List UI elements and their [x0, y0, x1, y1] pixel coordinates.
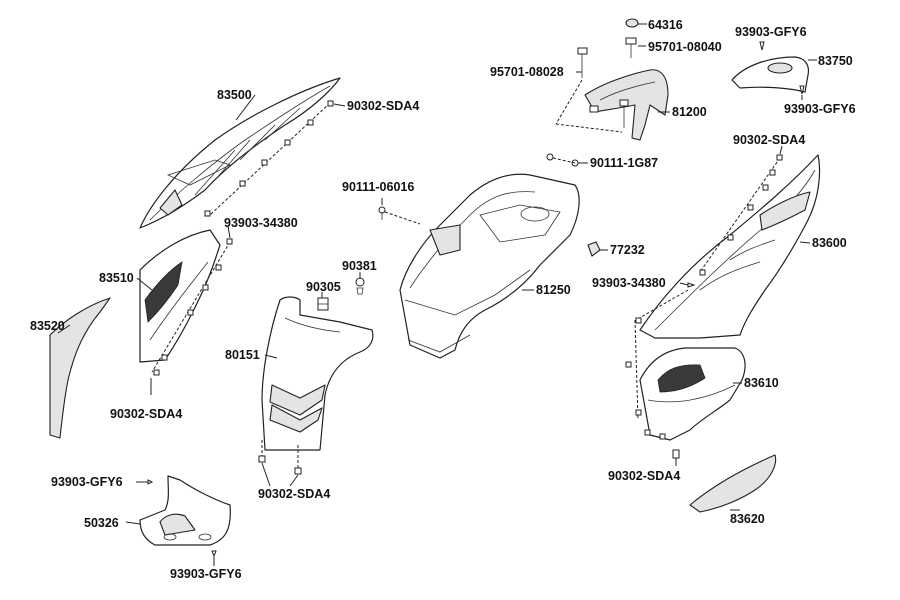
leader-80151	[264, 354, 278, 359]
assembly-line	[555, 123, 623, 133]
bolt-95701-08040[interactable]	[625, 37, 637, 58]
clip-group-83510	[153, 238, 233, 376]
part-83600-right-side-cover[interactable]	[639, 154, 821, 339]
label-90302-sda4-right: 90302-SDA4	[733, 133, 805, 147]
label-81200: 81200	[672, 105, 707, 119]
label-83510: 83510	[99, 271, 134, 285]
leader-90302-sda4-top	[333, 103, 346, 107]
clip-group-83500	[204, 100, 334, 217]
label-90302-sda4-bottomright: 90302-SDA4	[608, 469, 680, 483]
bolt-90111-06016[interactable]	[378, 206, 386, 220]
clip-group-83610	[625, 317, 666, 440]
leader-90302-sda4-right	[779, 145, 783, 155]
screw-93903-34380-right	[687, 282, 696, 288]
part-83750-rear-end-cap[interactable]	[731, 56, 810, 93]
label-83500: 83500	[217, 88, 252, 102]
clip-90302-sda4-center-a	[258, 455, 266, 463]
part-90381-grommet[interactable]	[355, 277, 365, 295]
label-90111-1g87: 90111-1G87	[590, 156, 658, 170]
label-64316: 64316	[648, 18, 683, 32]
assembly-line	[635, 289, 689, 321]
label-93903-gfy6-right: 93903-GFY6	[784, 102, 856, 116]
label-93903-34380-left: 93903-34380	[224, 216, 298, 230]
leader-90302-sda4-center	[261, 462, 271, 487]
label-77232: 77232	[610, 243, 645, 257]
screw-93903-gfy6-bottom	[211, 550, 217, 558]
label-80151: 80151	[225, 348, 260, 362]
assembly-line	[151, 241, 231, 373]
leader-50326	[125, 521, 141, 525]
bolt-95701-lower	[589, 99, 629, 128]
assembly-line	[634, 319, 639, 421]
label-93903-34380-right: 93903-34380	[592, 276, 666, 290]
part-83610-inner-panel[interactable]	[639, 347, 746, 441]
assembly-line	[555, 79, 583, 125]
part-83510-side-panel[interactable]	[139, 229, 221, 363]
bolt-95701-08028[interactable]	[577, 47, 588, 78]
assembly-line	[552, 157, 576, 164]
part-64316-cap[interactable]	[625, 18, 639, 28]
leader-83600	[799, 241, 811, 244]
part-83620-lower-trim[interactable]	[689, 454, 777, 513]
label-90302-sda4-top: 90302-SDA4	[347, 99, 419, 113]
part-90305-clip[interactable]	[317, 297, 329, 311]
screw-93903-gfy6-left	[147, 479, 154, 485]
bolt-90111-1g87[interactable]	[546, 153, 579, 167]
label-93903-gfy6-bottom: 93903-GFY6	[170, 567, 242, 581]
label-90305: 90305	[306, 280, 341, 294]
clip-90302-sda4-center-b	[294, 467, 302, 475]
assembly-line	[384, 211, 421, 225]
leader-90302-sda4-center-b	[289, 474, 299, 487]
label-83620: 83620	[730, 512, 765, 526]
label-93903-gfy6-left: 93903-GFY6	[51, 475, 123, 489]
label-90111-06016: 90111-06016	[342, 180, 414, 194]
leader-83520	[57, 324, 71, 334]
part-50326-lower-cover[interactable]	[139, 475, 231, 546]
part-81250-luggage-box[interactable]	[399, 173, 580, 359]
label-50326: 50326	[84, 516, 119, 530]
label-90381: 90381	[342, 259, 377, 273]
label-83600: 83600	[812, 236, 847, 250]
label-83610: 83610	[744, 376, 779, 390]
label-90302-sda4-center: 90302-SDA4	[258, 487, 330, 501]
part-83500-rear-side-cover[interactable]	[139, 77, 341, 229]
label-81250: 81250	[536, 283, 571, 297]
leader-83510	[136, 277, 153, 291]
part-80151-center-cover[interactable]	[261, 296, 374, 451]
screw-93903-gfy6-right	[799, 85, 805, 95]
clip-90302-sda4-bottomright	[672, 449, 680, 459]
label-95701-08040: 95701-08040	[648, 40, 722, 54]
leader-83500	[235, 94, 256, 121]
leader-93903-34380-left	[227, 225, 231, 239]
label-93903-gfy6-top: 93903-GFY6	[735, 25, 807, 39]
part-83520-trim-strip[interactable]	[49, 297, 111, 439]
leader-93903-34380-right	[679, 282, 689, 286]
label-83750: 83750	[818, 54, 853, 68]
assembly-line	[699, 157, 781, 273]
label-95701-08028: 95701-08028	[490, 65, 564, 79]
screw-93903-gfy6-top	[759, 41, 765, 51]
clip-group-83600	[699, 154, 783, 276]
label-90302-sda4-left: 90302-SDA4	[110, 407, 182, 421]
part-77232-hook[interactable]	[587, 241, 601, 257]
label-83520: 83520	[30, 319, 65, 333]
